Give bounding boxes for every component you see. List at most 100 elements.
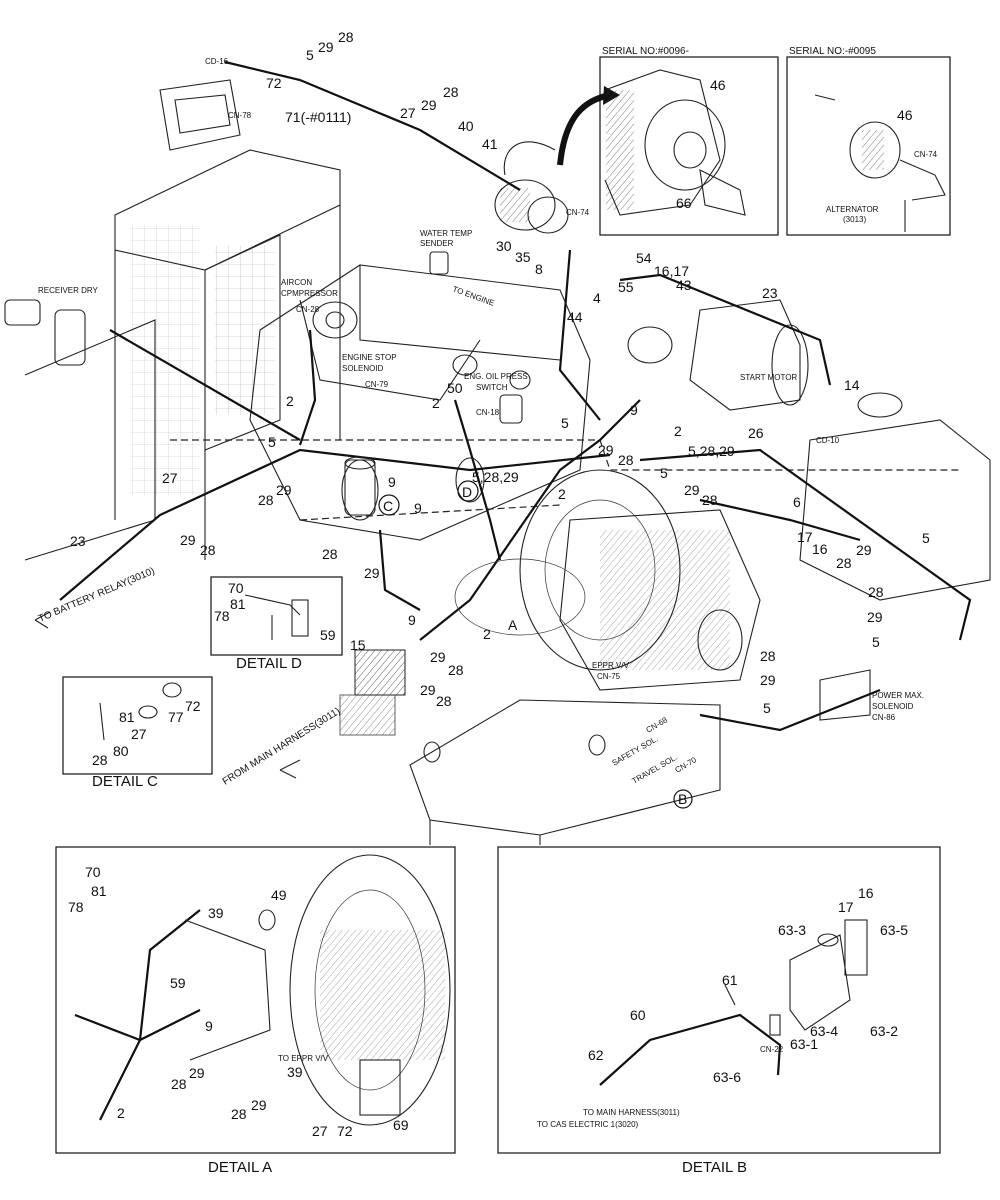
label-power-max-2: SOLENOID (872, 702, 914, 711)
callout-5: 5 (922, 530, 930, 546)
callout-2: 2 (483, 626, 491, 642)
callout-29: 29 (421, 97, 437, 113)
callout-28: 28 (702, 492, 718, 508)
callout-8: 8 (535, 261, 543, 277)
callout-27: 27 (162, 470, 178, 486)
callout-2: 2 (674, 423, 682, 439)
callout-5: 5 (306, 47, 314, 63)
callout-28: 28 (258, 492, 274, 508)
detail-b-callout-60: 60 (630, 1007, 646, 1023)
label-to-battery-relay: TO BATTERY RELAY(3010) (37, 566, 157, 625)
callout-29: 29 (760, 672, 776, 688)
callout-40: 40 (458, 118, 474, 134)
label-engine-stop-2: SOLENOID (342, 364, 384, 373)
callout-5: 5 (660, 465, 668, 481)
detail-c-callout-72: 72 (185, 698, 201, 714)
callout-28: 28 (443, 84, 459, 100)
callout-5: 5 (872, 634, 880, 650)
main-callouts: 28 29 5 72 71(-#0111) 28 27 29 40 41 30 … (70, 29, 930, 716)
callout-9: 9 (388, 474, 396, 490)
callout-29: 29 (856, 542, 872, 558)
callout-29: 29 (276, 482, 292, 498)
callout-29: 29 (598, 442, 614, 458)
detail-d-callout-78: 78 (214, 608, 230, 624)
callout-5-28-29: 5,28,29 (472, 469, 519, 485)
callout-27: 27 (400, 105, 416, 121)
label-oil-press-2: SWITCH (476, 383, 508, 392)
inset-new-callout-46: 46 (710, 77, 726, 93)
detail-a-callout-39: 39 (208, 905, 224, 921)
inset-old-callout-46: 46 (897, 107, 913, 123)
label-to-engine: TO ENGINE (451, 284, 495, 307)
detail-a-callout-9: 9 (205, 1018, 213, 1034)
callout-30: 30 (496, 238, 512, 254)
detail-a-callout-72: 72 (337, 1123, 353, 1139)
callout-16-17: 16,17 (654, 263, 689, 279)
callout-6: 6 (793, 494, 801, 510)
callout-2: 2 (432, 395, 440, 411)
detail-b-callout-62: 62 (588, 1047, 604, 1063)
detail-b-callout-63-6: 63-6 (713, 1069, 741, 1085)
callout-29: 29 (318, 39, 334, 55)
detail-a-callout-29: 29 (189, 1065, 205, 1081)
inset-old-cn74: CN-74 (914, 150, 938, 159)
inset-serial-new-title: SERIAL NO:#0096- (602, 46, 689, 57)
detail-a: 70 81 78 39 49 59 9 28 29 TO EPPR V/V 39… (55, 846, 456, 1176)
label-cn28: CN-28 (296, 305, 320, 314)
detail-a-callout-69: 69 (393, 1117, 409, 1133)
main-view-artwork (4, 60, 991, 845)
callout-23: 23 (70, 533, 86, 549)
detail-a-callout-29: 29 (251, 1097, 267, 1113)
label-receiver-dry: RECEIVER DRY (38, 286, 99, 295)
label-start-motor: START MOTOR (740, 373, 797, 382)
label-water-temp-1: WATER TEMP (420, 229, 472, 238)
detail-markers: C D B A (378, 480, 693, 809)
label-from-main-harness: FROM MAIN HARNESS(3011) (221, 706, 343, 788)
callout-35: 35 (515, 249, 531, 265)
detail-a-callout-81: 81 (91, 883, 107, 899)
callout-29: 29 (180, 532, 196, 548)
detail-d-callout-81: 81 (230, 596, 246, 612)
label-aircon-1: AIRCON (281, 278, 312, 287)
marker-b: B (678, 791, 687, 807)
detail-a-to-eppr: TO EPPR V/V (278, 1054, 329, 1063)
detail-b-to-cas-electric: TO CAS ELECTRIC 1(3020) (537, 1120, 639, 1129)
inset-old-alternator: ALTERNATOR (826, 205, 879, 214)
detail-c-title: DETAIL C (92, 773, 158, 790)
callout-9: 9 (630, 402, 638, 418)
detail-c-callout-28: 28 (92, 752, 108, 768)
detail-a-callout-59: 59 (170, 975, 186, 991)
callout-5: 5 (268, 434, 276, 450)
inset-old-alternator-code: (3013) (843, 215, 866, 224)
callout-55: 55 (618, 279, 634, 295)
callout-54: 54 (636, 250, 652, 266)
detail-a-callout-27: 27 (312, 1123, 328, 1139)
inset-serial-old: SERIAL NO:-#0095 46 CN-74 ALTERNATOR (30… (786, 46, 951, 236)
inset-new-callout-66: 66 (676, 195, 692, 211)
detail-a-title: DETAIL A (208, 1159, 272, 1176)
detail-b-callout-63-5: 63-5 (880, 922, 908, 938)
marker-d: D (462, 484, 472, 500)
detail-b-title: DETAIL B (682, 1159, 747, 1176)
detail-b-to-main-harness: TO MAIN HARNESS(3011) (583, 1108, 680, 1117)
label-eppr: EPPR V/V (592, 661, 630, 670)
callout-43: 43 (676, 277, 692, 293)
detail-b-callout-16: 16 (858, 885, 874, 901)
callout-5-28-29: 5,28,29 (688, 443, 735, 459)
callout-9: 9 (414, 500, 422, 516)
callout-29: 29 (364, 565, 380, 581)
callout-28: 28 (200, 542, 216, 558)
detail-c: 72 77 81 27 80 28 DETAIL C (62, 676, 213, 790)
detail-a-callout-2: 2 (117, 1105, 125, 1121)
label-cn18: CN-18 (476, 408, 500, 417)
callout-41: 41 (482, 136, 498, 152)
callout-2: 2 (558, 486, 566, 502)
callout-28: 28 (760, 648, 776, 664)
label-aircon-2: CPMPRESSOR (281, 289, 338, 298)
label-water-temp-2: SENDER (420, 239, 454, 248)
callout-9: 9 (408, 612, 416, 628)
detail-a-callout-70: 70 (85, 864, 101, 880)
callout-28: 28 (436, 693, 452, 709)
label-cn78: CN-78 (228, 111, 252, 120)
